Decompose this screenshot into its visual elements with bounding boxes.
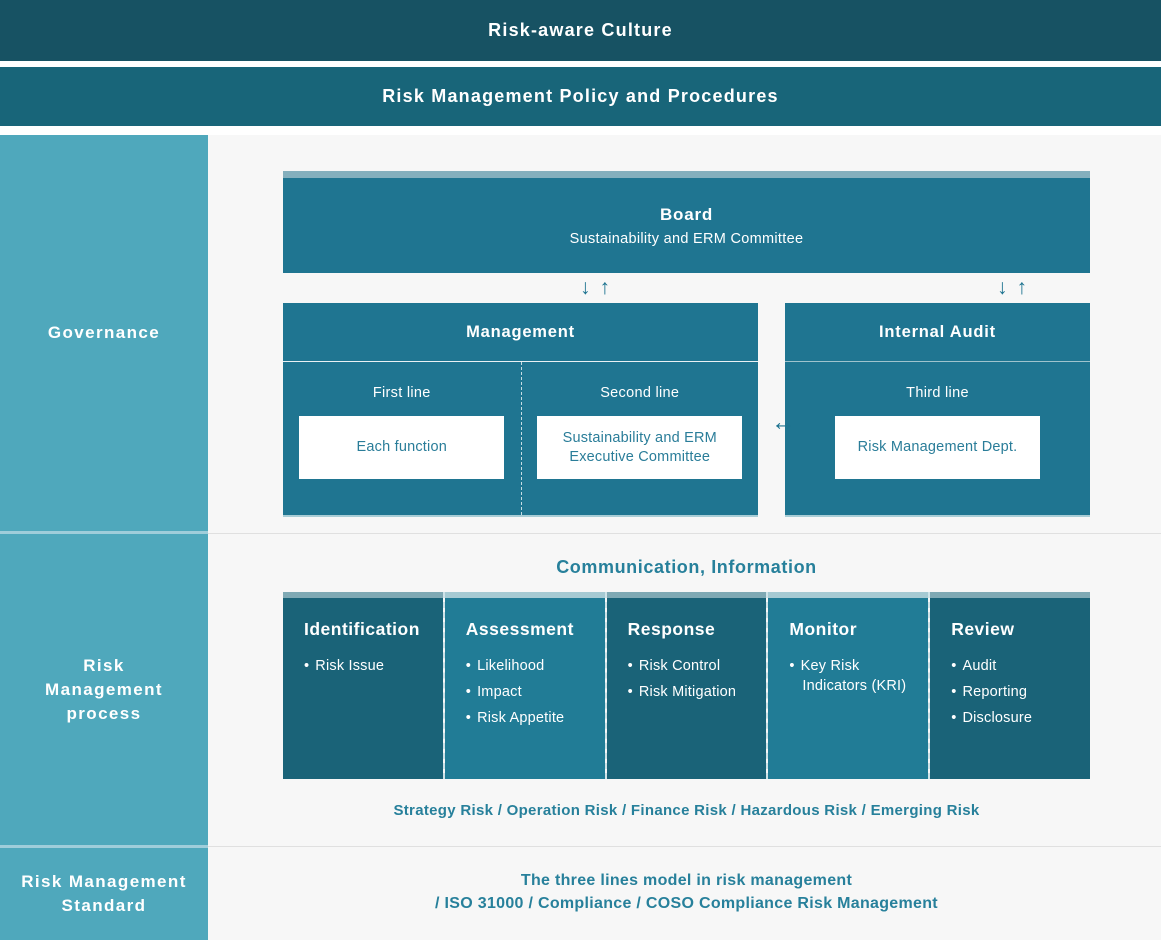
column-accent-strip bbox=[444, 592, 605, 598]
banner-divider bbox=[0, 61, 1161, 67]
arrow-group-right: ↓ ↑ bbox=[997, 273, 1027, 303]
banner-policy-procedures-label: Risk Management Policy and Procedures bbox=[382, 86, 779, 106]
process-columns: Identification Risk Issue Assessment Lik… bbox=[283, 592, 1090, 779]
risk-management-dept-card: Risk Management Dept. bbox=[835, 416, 1040, 479]
list-item: Impact bbox=[466, 682, 595, 702]
standard-section: The three lines model in risk management… bbox=[208, 846, 1161, 938]
list-item: Audit bbox=[951, 656, 1080, 676]
both-arrow-icon: ↔ bbox=[771, 408, 796, 436]
column-response: Response Risk Control Risk Mitigation bbox=[604, 592, 767, 779]
column-title: Monitor bbox=[789, 619, 858, 639]
sidebar-divider bbox=[0, 531, 208, 534]
internal-audit-box: Internal Audit Third line Risk Managemen… bbox=[785, 303, 1090, 517]
list-item: Risk Mitigation bbox=[628, 682, 757, 702]
diagram-body: Governance Risk Management process Risk … bbox=[0, 135, 1161, 940]
column-review: Review Audit Reporting Disclosure bbox=[928, 592, 1090, 779]
standard-line-2: / ISO 31000 / Compliance / COSO Complian… bbox=[435, 895, 938, 912]
sidebar: Governance Risk Management process Risk … bbox=[0, 135, 208, 940]
column-items: Audit Reporting Disclosure bbox=[951, 656, 1080, 728]
list-item: Likelihood bbox=[466, 656, 595, 676]
standard-text: The three lines model in risk management… bbox=[283, 869, 1090, 915]
column-items: Risk Control Risk Mitigation bbox=[628, 656, 757, 702]
column-accent-strip bbox=[283, 592, 443, 598]
board-title: Board bbox=[659, 204, 714, 224]
sidebar-governance-label: Governance bbox=[47, 323, 161, 342]
banner-risk-aware-culture-label: Risk-aware Culture bbox=[488, 20, 673, 40]
erm-executive-committee-label: Sustainability and ERM Executive Committ… bbox=[562, 429, 717, 465]
column-accent-strip bbox=[768, 592, 929, 598]
sidebar-divider bbox=[0, 845, 208, 848]
column-monitor: Monitor Key Risk Indicators (KRI) bbox=[766, 592, 929, 779]
risk-management-dept-label: Risk Management Dept. bbox=[857, 439, 1018, 455]
second-line-column: Second line Sustainability and ERM Execu… bbox=[520, 362, 759, 515]
column-identification: Identification Risk Issue bbox=[283, 592, 443, 779]
column-accent-strip bbox=[930, 592, 1090, 598]
column-title: Identification bbox=[304, 619, 420, 639]
sidebar-section-process: Risk Management process bbox=[0, 534, 208, 845]
list-item: Key Risk Indicators (KRI) bbox=[789, 656, 918, 696]
column-assessment: Assessment Likelihood Impact Risk Appeti… bbox=[442, 592, 605, 779]
sidebar-standard-label: Risk Management Standard bbox=[21, 872, 187, 915]
list-item: Risk Control bbox=[628, 656, 757, 676]
board-box: Board Sustainability and ERM Committee bbox=[283, 178, 1090, 273]
sidebar-process-label: Risk Management process bbox=[45, 655, 163, 723]
risk-types-line: Strategy Risk / Operation Risk / Finance… bbox=[393, 802, 980, 819]
down-arrow-icon: ↓ bbox=[580, 276, 591, 299]
column-title: Review bbox=[951, 619, 1015, 639]
up-arrow-icon: ↑ bbox=[1016, 276, 1028, 299]
management-title: Management bbox=[283, 303, 758, 362]
banner-policy-procedures: Risk Management Policy and Procedures bbox=[0, 67, 1161, 126]
three-lines-row: Management First line Each function Seco bbox=[283, 303, 1090, 517]
arrow-group-left: ↓ ↑ bbox=[580, 273, 610, 303]
sidebar-section-standard: Risk Management Standard bbox=[0, 848, 208, 940]
sidebar-section-governance: Governance bbox=[0, 135, 208, 531]
column-items: Key Risk Indicators (KRI) bbox=[789, 656, 918, 696]
board-management-arrows: ↓ ↑ ↓ ↑ bbox=[283, 273, 1161, 303]
internal-audit-body: Third line Risk Management Dept. bbox=[785, 362, 1090, 515]
banner-risk-aware-culture: Risk-aware Culture bbox=[0, 0, 1161, 61]
column-accent-strip bbox=[606, 592, 767, 598]
standard-line-1: The three lines model in risk management bbox=[520, 872, 853, 889]
list-item: Risk Issue bbox=[304, 656, 433, 676]
column-items: Risk Issue bbox=[304, 656, 433, 676]
up-arrow-icon: ↑ bbox=[599, 276, 611, 299]
each-function-label: Each function bbox=[356, 439, 447, 455]
governance-content: Board Sustainability and ERM Committee ↓… bbox=[208, 135, 1090, 517]
governance-section: Board Sustainability and ERM Committee ↓… bbox=[208, 135, 1161, 531]
internal-audit-title: Internal Audit bbox=[785, 303, 1090, 362]
down-arrow-icon: ↓ bbox=[997, 276, 1008, 299]
first-line-column: First line Each function bbox=[283, 362, 521, 515]
first-line-label: First line bbox=[372, 385, 431, 401]
list-item: Disclosure bbox=[951, 708, 1080, 728]
each-function-card: Each function bbox=[299, 416, 505, 479]
second-line-label: Second line bbox=[600, 385, 680, 401]
board-accent-strip bbox=[283, 171, 1090, 178]
column-title: Assessment bbox=[465, 619, 574, 639]
erm-executive-committee-card: Sustainability and ERM Executive Committ… bbox=[537, 416, 743, 479]
communication-heading: Communication, Information bbox=[556, 557, 817, 577]
board-subtitle: Sustainability and ERM Committee bbox=[569, 230, 804, 247]
list-item: Reporting bbox=[951, 682, 1080, 702]
third-line-label: Third line bbox=[906, 385, 969, 401]
banner-divider bbox=[0, 126, 1161, 135]
main-area: Board Sustainability and ERM Committee ↓… bbox=[208, 135, 1161, 940]
process-section: Communication, Information Identificatio… bbox=[208, 533, 1161, 844]
management-body: First line Each function Second line Sus… bbox=[283, 362, 758, 515]
management-box: Management First line Each function Seco bbox=[283, 303, 758, 517]
column-title: Response bbox=[627, 619, 716, 639]
column-items: Likelihood Impact Risk Appetite bbox=[466, 656, 595, 728]
list-item: Risk Appetite bbox=[466, 708, 595, 728]
